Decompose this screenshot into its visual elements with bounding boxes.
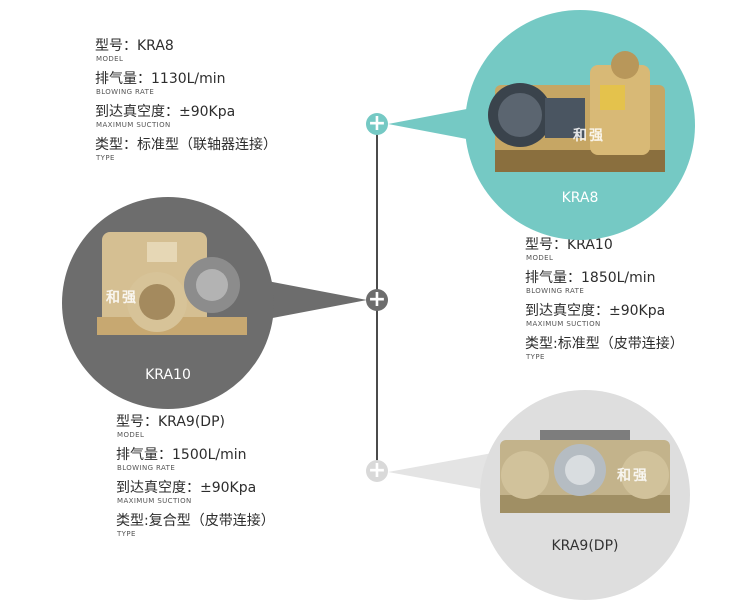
spec-blowing-rate: 排气量：1850L/min — [525, 270, 656, 286]
product-caption: KRA8 — [561, 190, 599, 206]
watermark: 和强 — [617, 468, 649, 484]
watermark: 和强 — [573, 128, 605, 144]
spec-blowing-rate-label: BLOWING RATE — [96, 88, 155, 96]
spec-blowing-rate-label: BLOWING RATE — [117, 464, 176, 472]
pointer-kra10 — [262, 280, 367, 320]
pump-image — [500, 430, 670, 513]
product-circle-kra10[interactable]: 和强 KRA10 — [62, 197, 274, 409]
watermark: 和强 — [106, 290, 138, 306]
spec-model: 型号：KRA9(DP) — [116, 414, 225, 430]
pointer-kra9dp — [388, 452, 498, 492]
spec-blowing-rate-label: BLOWING RATE — [526, 287, 585, 295]
spec-type: 类型:复合型（皮带连接） — [116, 513, 275, 529]
spec-type-label: TYPE — [117, 530, 136, 538]
plus-icon[interactable]: + — [366, 287, 388, 312]
pump-image — [97, 232, 247, 335]
product-caption: KRA10 — [145, 367, 191, 383]
plus-icon[interactable]: + — [366, 458, 388, 483]
spec-type-label: TYPE — [526, 353, 545, 361]
spec-model: 型号：KRA10 — [525, 237, 613, 253]
spec-model: 型号：KRA8 — [95, 38, 174, 54]
spec-blowing-rate: 排气量：1500L/min — [116, 447, 247, 463]
pump-image — [488, 51, 665, 172]
product-caption: KRA9(DP) — [551, 538, 619, 554]
spec-model-label: MODEL — [526, 254, 554, 262]
product-circle-kra9dp[interactable]: 和强 KRA9(DP) — [480, 390, 690, 600]
plus-icon[interactable]: + — [366, 111, 388, 136]
spec-max-suction: 到达真空度：±90Kpa — [525, 303, 666, 319]
spec-max-suction-label: MAXIMUM SUCTION — [96, 121, 171, 129]
spec-max-suction: 到达真空度：±90Kpa — [95, 104, 236, 120]
spec-type: 类型:标准型（皮带连接） — [525, 336, 684, 352]
spec-model-label: MODEL — [117, 431, 145, 439]
spec-max-suction-label: MAXIMUM SUCTION — [526, 320, 601, 328]
spec-max-suction-label: MAXIMUM SUCTION — [117, 497, 192, 505]
spec-type-label: TYPE — [96, 154, 115, 162]
spec-model-label: MODEL — [96, 55, 124, 63]
product-circle-kra8[interactable]: 和强 KRA8 — [465, 10, 695, 240]
spec-max-suction: 到达真空度：±90Kpa — [116, 480, 257, 496]
spec-blowing-rate: 排气量：1130L/min — [95, 71, 226, 87]
spec-type: 类型：标准型（联轴器连接） — [95, 137, 277, 153]
